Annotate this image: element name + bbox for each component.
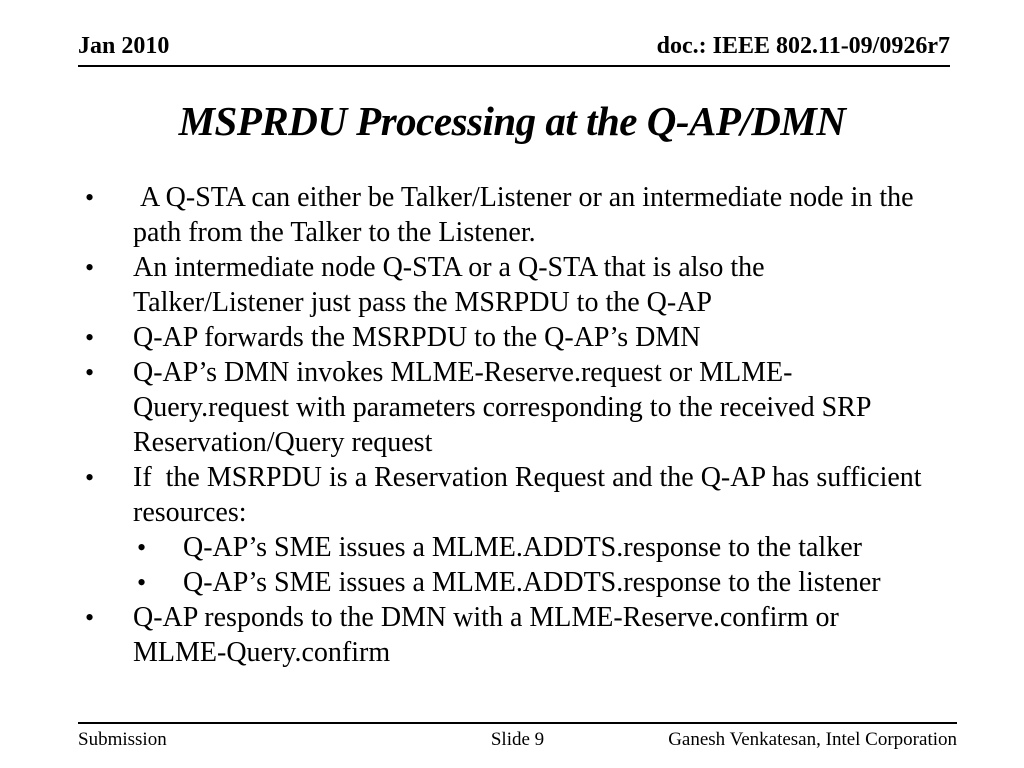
footer-slide-number: Slide 9 xyxy=(490,729,545,750)
bullet-item: • An intermediate node Q-STA or a Q-STA … xyxy=(0,250,1004,320)
bullet-icon: • xyxy=(85,323,95,352)
header-doc-number: doc.: IEEE 802.11-09/0926r7 xyxy=(656,33,950,59)
sub-bullet-item: • Q-AP’s SME issues a MLME.ADDTS.respons… xyxy=(0,565,1004,600)
footer-author: Ganesh Venkatesan, Intel Corporation xyxy=(668,729,957,750)
bullet-list: • A Q-STA can either be Talker/Listener … xyxy=(0,180,1004,670)
bullet-icon: • xyxy=(85,253,95,282)
bullet-icon: • xyxy=(85,358,95,387)
bullet-icon: • xyxy=(85,463,95,492)
bullet-icon: • xyxy=(85,183,95,212)
slide-title: MSPRDU Processing at the Q-AP/DMN xyxy=(178,98,846,144)
bullet-text: A Q-STA can either be Talker/Listener or… xyxy=(133,182,914,248)
sub-bullet-item: • Q-AP’s SME issues a MLME.ADDTS.respons… xyxy=(0,530,1004,565)
bullet-item: • Q-AP forwards the MSRPDU to the Q-AP’s… xyxy=(0,320,1004,355)
slide-header: Jan 2010 doc.: IEEE 802.11-09/0926r7 xyxy=(78,0,950,67)
bullet-text: Q-AP’s DMN invokes MLME-Reserve.request … xyxy=(133,357,872,458)
bullet-icon: • xyxy=(137,533,147,562)
bullet-text: Q-AP’s SME issues a MLME.ADDTS.response … xyxy=(183,532,862,563)
bullet-text: An intermediate node Q-STA or a Q-STA th… xyxy=(133,252,765,318)
bullet-item: • If the MSRPDU is a Reservation Request… xyxy=(0,460,1004,530)
footer-submission: Submission xyxy=(78,729,167,750)
bullet-item: • Q-AP’s DMN invokes MLME-Reserve.reques… xyxy=(0,355,1004,460)
bullet-text: Q-AP responds to the DMN with a MLME-Res… xyxy=(133,602,839,668)
bullet-icon: • xyxy=(85,603,95,632)
bullet-item: • Q-AP responds to the DMN with a MLME-R… xyxy=(0,600,1004,670)
bullet-text: Q-AP’s SME issues a MLME.ADDTS.response … xyxy=(183,567,881,598)
bullet-icon: • xyxy=(137,568,147,597)
bullet-item: • A Q-STA can either be Talker/Listener … xyxy=(0,180,1004,250)
header-date: Jan 2010 xyxy=(78,33,170,59)
bullet-text: If the MSRPDU is a Reservation Request a… xyxy=(133,462,922,528)
bullet-text: Q-AP forwards the MSRPDU to the Q-AP’s D… xyxy=(133,322,701,353)
slide-footer: Submission Slide 9 Ganesh Venkatesan, In… xyxy=(78,722,957,751)
